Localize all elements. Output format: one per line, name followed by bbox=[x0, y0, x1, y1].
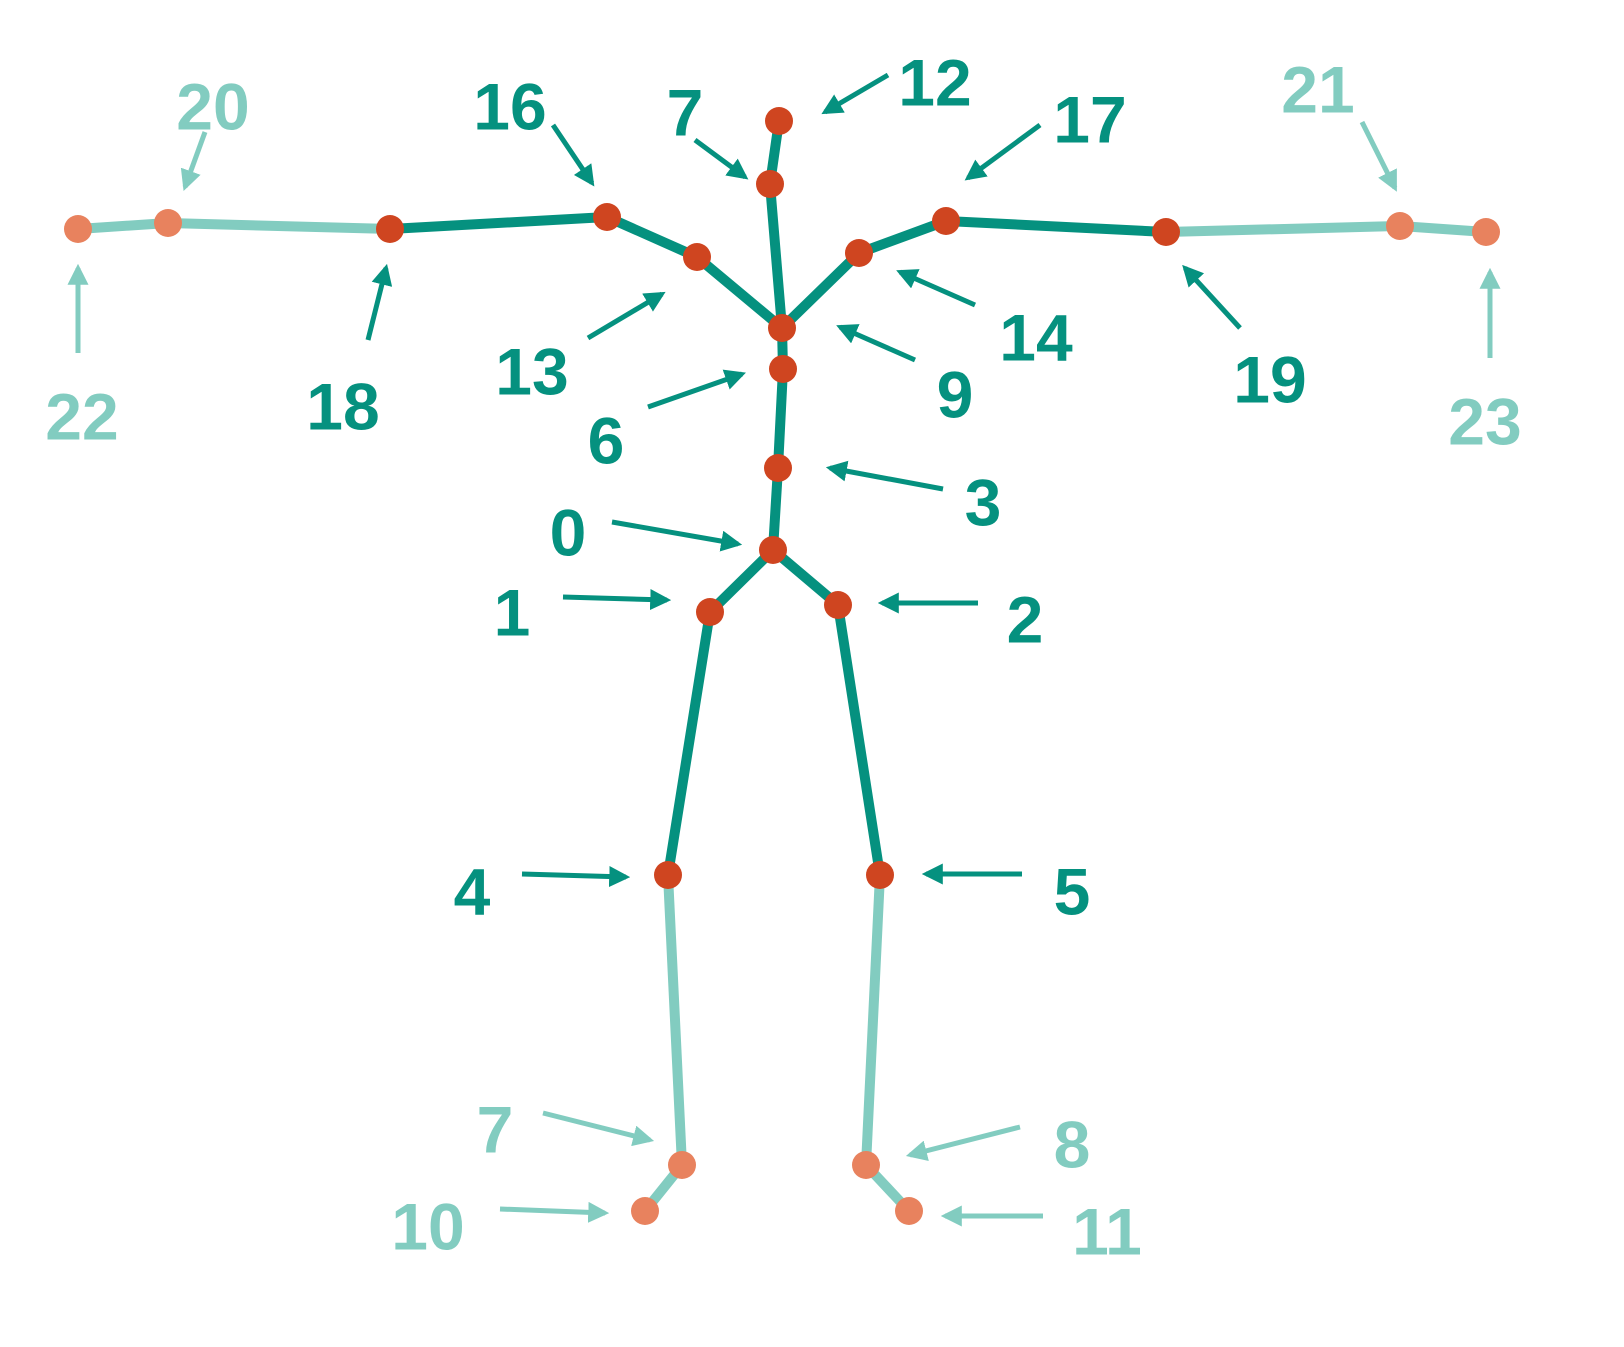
label-arrow-l3 bbox=[825, 460, 944, 492]
label-arrow-l7top bbox=[693, 137, 749, 180]
joint-index-label: 14 bbox=[999, 300, 1073, 374]
bone-chest-to-right-collar bbox=[777, 248, 864, 333]
bone-right-wrist-to-right-hand-tip bbox=[1395, 221, 1491, 237]
label-arrow-l7bot bbox=[542, 1110, 655, 1147]
bone-pelvis-to-right-hip bbox=[768, 545, 843, 610]
label-arrow-l18 bbox=[365, 263, 393, 341]
joint-index-label: 20 bbox=[176, 69, 249, 143]
label-arrow-l0 bbox=[611, 519, 743, 552]
joint-left-shoulder bbox=[593, 203, 621, 231]
joint-index-label: 16 bbox=[473, 69, 546, 143]
joint-index-label: 21 bbox=[1281, 52, 1354, 126]
joint-index-label: 4 bbox=[454, 854, 491, 928]
joints-layer bbox=[64, 107, 1500, 1225]
joint-index-label: 9 bbox=[937, 357, 974, 431]
label-arrow-l19 bbox=[1182, 264, 1242, 330]
joint-left-collar bbox=[683, 243, 711, 271]
joint-index-label: 22 bbox=[45, 379, 118, 453]
joint-index-label: 7 bbox=[477, 1092, 514, 1166]
joint-right-hip bbox=[824, 591, 852, 619]
joint-left-ankle bbox=[668, 1151, 696, 1179]
arrows-layer bbox=[67, 72, 1501, 1227]
joint-index-label: 23 bbox=[1448, 384, 1521, 458]
joint-index-label: 5 bbox=[1054, 854, 1091, 928]
joint-right-hand-tip bbox=[1472, 218, 1500, 246]
joint-right-elbow bbox=[1152, 218, 1180, 246]
bone-left-wrist-to-left-hand-tip bbox=[73, 218, 173, 234]
bones-layer bbox=[73, 116, 1491, 1216]
joint-index-label: 6 bbox=[588, 403, 625, 477]
label-arrow-l4 bbox=[521, 866, 631, 888]
label-arrow-l12 bbox=[821, 72, 890, 115]
joint-neck bbox=[756, 170, 784, 198]
joint-left-hand-tip bbox=[64, 215, 92, 243]
bone-pelvis-to-left-hip bbox=[705, 545, 778, 617]
bone-right-collar-to-right-shoulder bbox=[854, 216, 951, 258]
joint-index-label: 0 bbox=[550, 495, 587, 569]
bone-left-shoulder-to-left-elbow bbox=[385, 212, 612, 234]
joint-index-label: 13 bbox=[495, 334, 568, 408]
label-arrow-l1 bbox=[562, 589, 672, 611]
label-arrow-l21 bbox=[1359, 120, 1398, 192]
label-arrow-l10 bbox=[499, 1201, 610, 1223]
joint-index-label: 19 bbox=[1233, 342, 1306, 416]
joint-index-label: 11 bbox=[1072, 1194, 1142, 1268]
joint-spine-lower bbox=[764, 454, 792, 482]
joint-left-foot bbox=[631, 1197, 659, 1225]
label-arrow-l13 bbox=[586, 291, 666, 341]
bone-left-hip-to-left-knee bbox=[663, 607, 715, 880]
bone-right-elbow-to-right-wrist bbox=[1161, 221, 1405, 237]
joint-left-knee bbox=[654, 861, 682, 889]
joint-right-wrist bbox=[1386, 212, 1414, 240]
bone-left-knee-to-left-ankle bbox=[663, 870, 687, 1170]
bone-right-shoulder-to-right-elbow bbox=[941, 216, 1171, 237]
bone-right-knee-to-right-ankle bbox=[861, 870, 885, 1170]
joint-index-label: 1 bbox=[494, 575, 531, 649]
joint-index-label: 18 bbox=[306, 369, 379, 443]
label-arrow-l16 bbox=[550, 123, 595, 187]
joint-head bbox=[765, 107, 793, 135]
label-arrow-l17 bbox=[964, 122, 1042, 181]
joint-right-ankle bbox=[852, 1151, 880, 1179]
joint-right-collar bbox=[845, 239, 873, 267]
joint-spine-upper bbox=[769, 355, 797, 383]
joint-right-foot bbox=[895, 1197, 923, 1225]
bone-left-collar-to-left-shoulder bbox=[602, 212, 702, 262]
joint-index-label: 17 bbox=[1053, 82, 1126, 156]
joint-index-label: 10 bbox=[391, 1189, 464, 1263]
joint-index-label: 2 bbox=[1007, 582, 1044, 656]
label-arrow-l8 bbox=[905, 1124, 1021, 1162]
label-arrow-l14 bbox=[896, 269, 977, 308]
bone-spine-lower-to-spine-upper bbox=[773, 364, 788, 473]
bone-chest-to-neck bbox=[765, 179, 787, 333]
joint-left-hip bbox=[696, 598, 724, 626]
joint-left-wrist bbox=[154, 209, 182, 237]
joint-index-label: 3 bbox=[965, 465, 1002, 539]
label-arrow-l6 bbox=[647, 369, 746, 410]
bone-chest-to-left-collar bbox=[692, 252, 787, 333]
bone-right-hip-to-right-knee bbox=[833, 600, 885, 880]
joint-index-label: 12 bbox=[898, 45, 971, 119]
label-arrow-l9 bbox=[836, 324, 917, 363]
bone-left-elbow-to-left-wrist bbox=[163, 218, 395, 234]
joint-index-label: 8 bbox=[1054, 1107, 1091, 1181]
joint-pelvis bbox=[759, 536, 787, 564]
joint-left-elbow bbox=[376, 215, 404, 243]
joint-index-label: 7 bbox=[667, 75, 704, 149]
joint-chest bbox=[768, 314, 796, 342]
joint-right-shoulder bbox=[932, 207, 960, 235]
joint-right-knee bbox=[866, 861, 894, 889]
label-arrow-l20 bbox=[180, 131, 208, 191]
